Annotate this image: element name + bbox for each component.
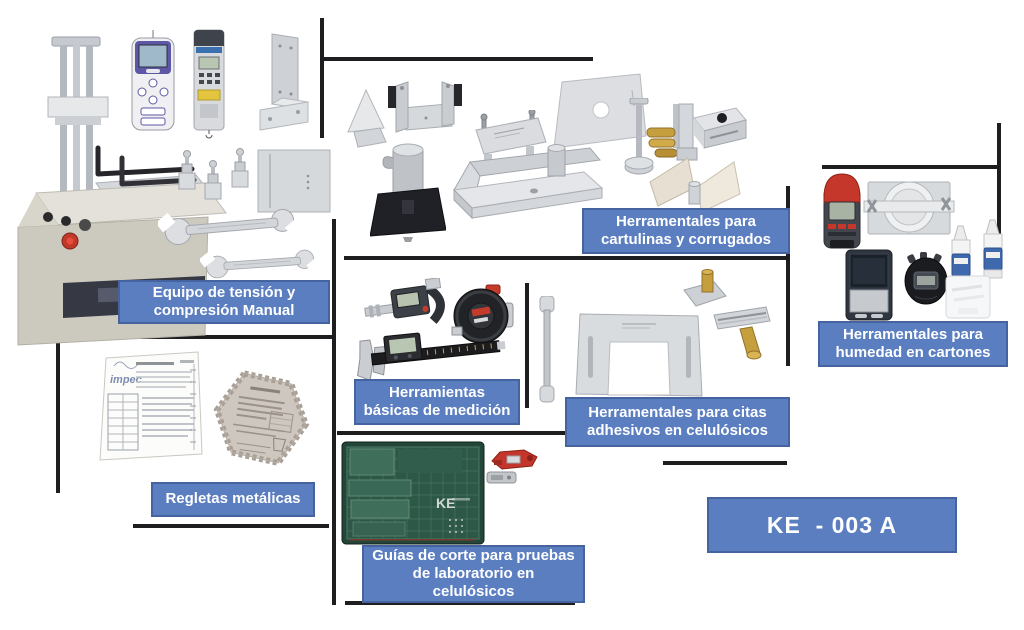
divider-line	[56, 335, 60, 493]
divider-line	[786, 186, 790, 366]
digital-caliper-photo	[356, 332, 506, 381]
stopwatch-photo	[904, 252, 948, 305]
divider-line	[337, 431, 568, 435]
pocket-scale-photo	[845, 249, 893, 321]
metal-plate-photo	[257, 149, 331, 213]
divider-line	[345, 601, 575, 605]
divider-line	[822, 165, 1001, 169]
hex-comb-gauge-photo	[213, 370, 310, 467]
block-with-hole-photo	[693, 107, 747, 149]
sample-dish-clamp-photo	[863, 181, 955, 235]
extension-rod-photo	[539, 296, 555, 403]
group-label-guias-corte: Guías de corte para pruebas de laborator…	[362, 545, 585, 603]
brass-roller-plate-photo	[683, 269, 727, 307]
divider-line	[997, 123, 1001, 243]
hex-keys-photo	[95, 145, 197, 187]
divider-line	[332, 219, 336, 605]
triangle-bracket-photo	[347, 88, 387, 148]
u-shaped-template-photo	[575, 313, 703, 397]
group-label-tension: Equipo de tensión y compresión Manual	[118, 280, 330, 324]
small-cylinder-photo	[547, 144, 566, 177]
code-label: KE - 003 A	[707, 497, 957, 553]
group-label-regletas: Regletas metálicas	[151, 482, 315, 517]
divider-line	[56, 335, 333, 339]
printed-metal-ruler-sheet-photo: impec	[99, 351, 203, 461]
cylinder-press-device-photo	[370, 143, 446, 242]
digital-micrometer-photo	[364, 278, 445, 324]
divider-line	[344, 256, 788, 260]
open-end-wrench-small-photo	[200, 249, 322, 279]
utility-knife-photo	[491, 449, 538, 470]
grip-fixtures-photo	[178, 148, 249, 200]
handheld-force-gauge-photo	[131, 30, 175, 131]
divider-line	[663, 461, 787, 465]
u-channel-bracket-photo	[388, 81, 462, 133]
divider-line	[133, 524, 329, 528]
square-plate-with-hole-photo	[553, 73, 647, 149]
vertical-force-gauge-photo	[193, 29, 225, 139]
ruler-brand-text: impec	[110, 374, 142, 386]
cutting-mat-photo: KE	[341, 441, 485, 545]
blade-cartridge-photo	[486, 471, 517, 484]
screw-plate-fixture-photo	[475, 110, 547, 166]
moisture-meter-photo	[823, 173, 861, 249]
divider-line	[320, 18, 324, 138]
brass-handle-applicator-photo	[713, 306, 771, 360]
tape-measure-photo	[451, 284, 514, 344]
folded-sample-holder-photo	[649, 157, 741, 213]
group-label-medicion: Herramientas básicas de medición	[354, 379, 520, 425]
mat-logo-text: KE	[436, 495, 455, 511]
divider-line	[320, 57, 593, 61]
open-end-wrench-large-photo	[158, 208, 303, 246]
group-label-citas-adhesivos: Herramentales para citas adhesivos en ce…	[565, 397, 790, 447]
divider-line	[525, 283, 529, 408]
group-label-humedad: Herramentales para humedad en cartones	[818, 321, 1008, 367]
l-bracket-fixture-photo	[259, 33, 310, 131]
rod-stand-photo	[624, 98, 654, 175]
group-label-cartulinas: Herramentales para cartulinas y corrugad…	[582, 208, 790, 254]
long-aluminum-tray-photo	[452, 147, 604, 220]
plastic-container-photo	[945, 275, 991, 319]
